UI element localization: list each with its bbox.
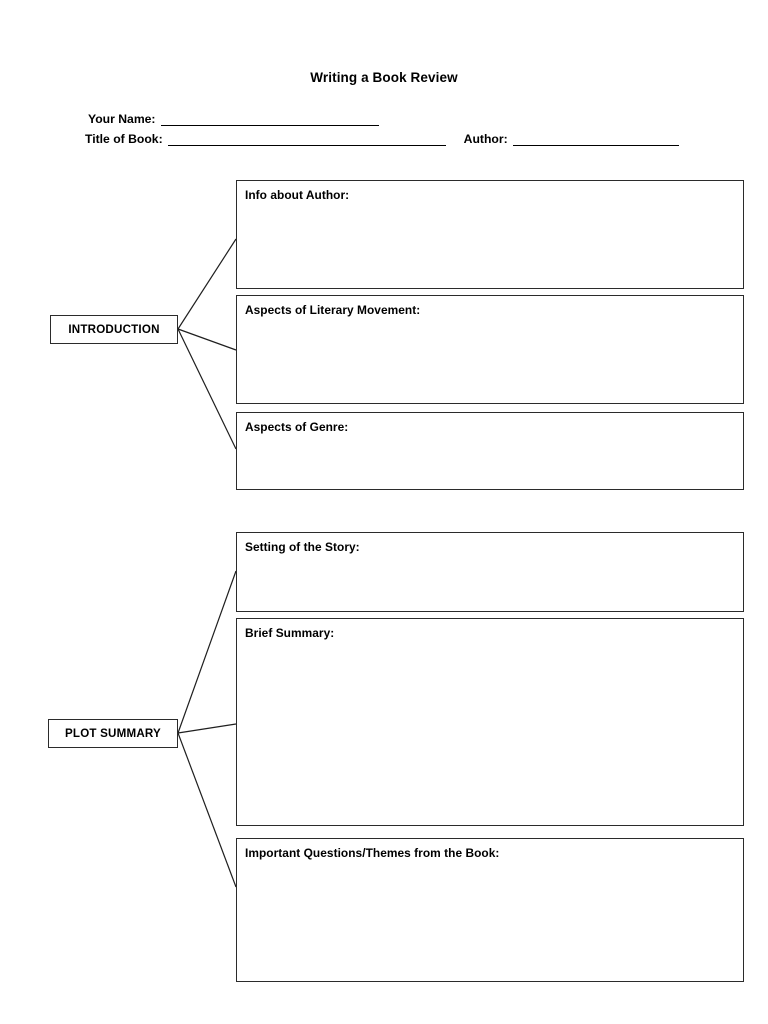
box-label-important-questions-themes: Important Questions/Themes from the Book… xyxy=(245,846,500,860)
connector-plot-summary-to-setting xyxy=(177,570,237,734)
box-label-brief-summary: Brief Summary: xyxy=(245,626,335,640)
content-box-aspects-of-genre[interactable]: Aspects of Genre: xyxy=(236,412,744,490)
content-box-important-questions-themes[interactable]: Important Questions/Themes from the Book… xyxy=(236,838,744,982)
your-name-label: Your Name: xyxy=(88,112,156,126)
section-label-introduction: INTRODUCTION xyxy=(50,315,178,344)
connector-introduction-to-info-about-author xyxy=(177,238,237,330)
page-title: Writing a Book Review xyxy=(310,70,458,85)
content-box-info-about-author[interactable]: Info about Author: xyxy=(236,180,744,289)
title-of-book-input[interactable] xyxy=(167,132,446,146)
connector-plot-summary-to-brief-summary xyxy=(177,723,237,734)
box-label-setting-of-the-story: Setting of the Story: xyxy=(245,540,360,554)
title-of-book-label: Title of Book: xyxy=(85,132,163,146)
your-name-field-row: Your Name: xyxy=(88,112,379,126)
section-label-plot-summary: PLOT SUMMARY xyxy=(48,719,178,748)
connector-introduction-to-literary-movement xyxy=(177,328,237,351)
box-label-info-about-author: Info about Author: xyxy=(245,188,350,202)
box-label-aspects-of-genre: Aspects of Genre: xyxy=(245,420,349,434)
content-box-brief-summary[interactable]: Brief Summary: xyxy=(236,618,744,826)
content-box-setting-of-the-story[interactable]: Setting of the Story: xyxy=(236,532,744,612)
author-input[interactable] xyxy=(512,132,679,146)
connector-plot-summary-to-questions-themes xyxy=(177,732,237,888)
author-label: Author: xyxy=(463,132,508,146)
content-box-aspects-of-literary-movement[interactable]: Aspects of Literary Movement: xyxy=(236,295,744,404)
box-label-aspects-of-literary-movement: Aspects of Literary Movement: xyxy=(245,303,421,317)
book-author-field-row: Title of Book: Author: xyxy=(85,132,679,146)
connector-introduction-to-genre xyxy=(177,328,237,450)
your-name-input[interactable] xyxy=(160,112,379,126)
